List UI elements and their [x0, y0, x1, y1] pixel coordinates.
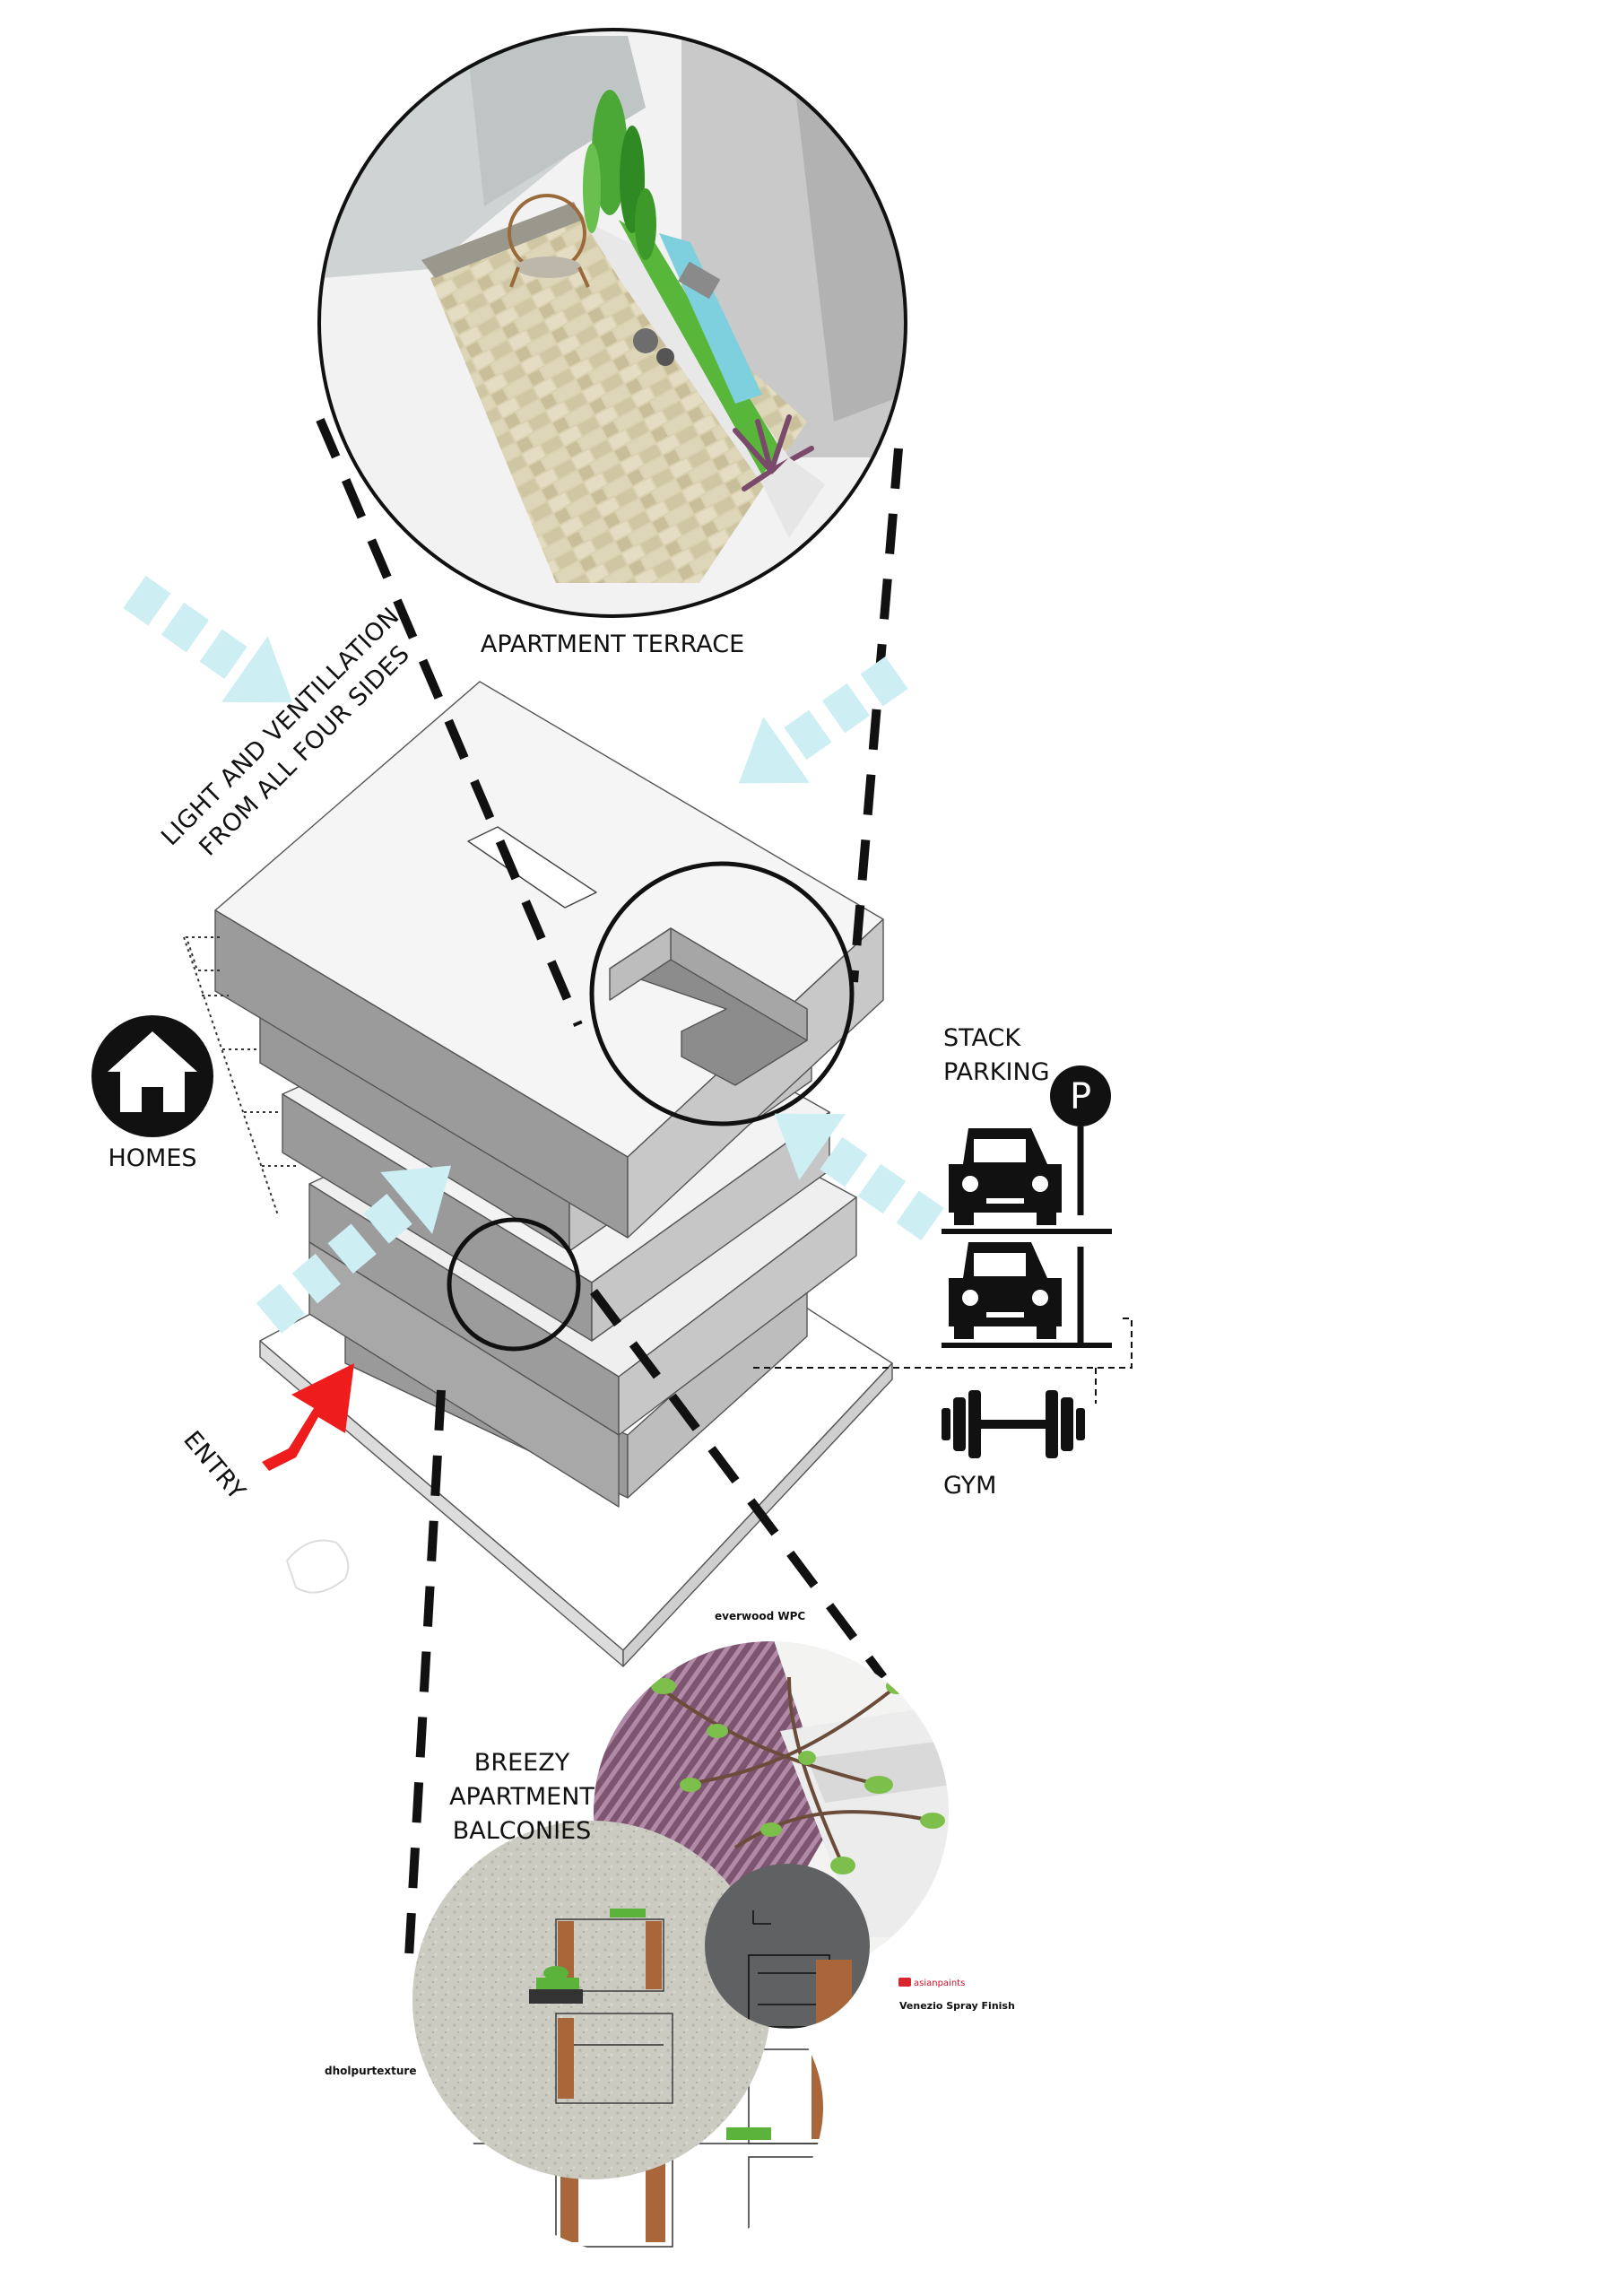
homes-leader-dots	[183, 936, 296, 1216]
home-icon	[91, 1015, 213, 1137]
stone-caption: dholpurtexture	[325, 2065, 417, 2077]
homes-label: HOMES	[108, 1144, 196, 1172]
breezy-label-2: APARTMENT	[449, 1783, 595, 1811]
bamboo	[583, 90, 656, 260]
dumbbell-icon	[942, 1390, 1085, 1458]
stack-parking-label-1: STACK	[943, 1024, 1021, 1052]
gym-label: GYM	[943, 1472, 996, 1500]
entry-arrow-icon	[262, 1363, 354, 1471]
paint-brand: asianpaints	[914, 1979, 965, 1988]
terrace-callout-circle	[589, 861, 855, 1126]
material-collage	[412, 1641, 949, 2256]
apartment-terrace-label: APARTMENT TERRACE	[481, 631, 744, 658]
car-icon	[949, 1128, 1062, 1339]
swing-chair	[508, 194, 590, 288]
balcony-callout-circle	[447, 1217, 581, 1352]
stack-parking-rack	[942, 1229, 1112, 1348]
terrace-render	[317, 28, 907, 618]
breezy-label-3: BALCONIES	[453, 1817, 592, 1845]
building-massing	[214, 681, 893, 1667]
stack-parking-label-2: PARKING	[943, 1058, 1050, 1086]
sketch-marks	[285, 1539, 350, 1594]
airflow-arrow-icon	[123, 575, 944, 1334]
wpc-caption: everwood WPC	[715, 1610, 805, 1622]
service-leader	[753, 1318, 1133, 1404]
parking-sign-icon: P	[1050, 1065, 1111, 1345]
dashed-leader-lines	[316, 418, 903, 1974]
paint-finish-caption: Venezio Spray Finish	[899, 2000, 1015, 2012]
asian-paints-logo: asianpaints	[898, 1978, 965, 1988]
parking-sign-letter: P	[1070, 1076, 1091, 1118]
dholpur-stone-swatch	[412, 1821, 771, 2179]
tree-leaves	[651, 1678, 945, 1874]
breezy-label-1: BREEZY	[474, 1749, 570, 1777]
roof-side	[627, 918, 884, 1239]
